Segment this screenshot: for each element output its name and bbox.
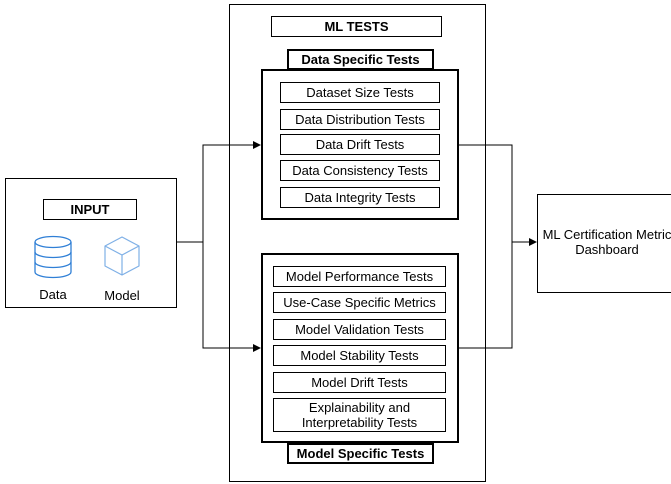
data-to-merge-line bbox=[459, 144, 513, 242]
data-test-item: Data Integrity Tests bbox=[280, 187, 440, 208]
output-label: ML Certification Metric Dashboard bbox=[537, 227, 671, 257]
database-icon bbox=[34, 235, 72, 279]
split-to-data-arrow bbox=[202, 141, 261, 242]
ml-tests-title: ML TESTS bbox=[271, 16, 442, 37]
model-test-item: Model Validation Tests bbox=[273, 319, 446, 340]
model-to-merge-line bbox=[459, 242, 513, 349]
cube-icon bbox=[104, 236, 140, 276]
model-test-item: Model Performance Tests bbox=[273, 266, 446, 287]
model-test-item: Model Drift Tests bbox=[273, 372, 446, 393]
split-to-model-arrow bbox=[202, 242, 261, 352]
data-tests-title: Data Specific Tests bbox=[287, 49, 434, 70]
data-test-item: Dataset Size Tests bbox=[280, 82, 440, 103]
data-test-item: Data Consistency Tests bbox=[280, 160, 440, 181]
data-label: Data bbox=[39, 287, 67, 302]
model-label: Model bbox=[104, 288, 140, 303]
output-label-line-2: Dashboard bbox=[575, 242, 639, 257]
model-test-item: Use-Case Specific Metrics bbox=[273, 292, 446, 313]
model-test-item: Explainability and Interpretability Test… bbox=[273, 398, 446, 432]
model-test-item: Model Stability Tests bbox=[273, 345, 446, 366]
input-title: INPUT bbox=[43, 199, 137, 220]
output-label-line-1: ML Certification Metric bbox=[542, 227, 671, 242]
model-tests-title: Model Specific Tests bbox=[287, 443, 434, 464]
input-panel bbox=[5, 178, 177, 308]
ml-tests-container bbox=[229, 4, 486, 482]
data-test-item: Data Distribution Tests bbox=[280, 109, 440, 130]
data-test-item: Data Drift Tests bbox=[280, 134, 440, 155]
output-panel bbox=[537, 194, 671, 293]
